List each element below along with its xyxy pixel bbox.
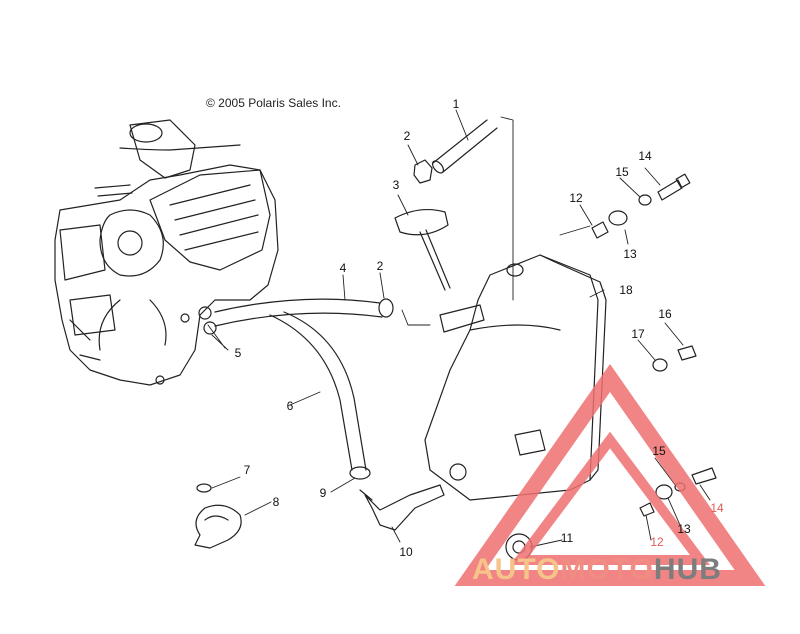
tube-1 (431, 119, 498, 174)
callout-7: 7 (244, 463, 251, 477)
clamp-9 (349, 466, 371, 480)
copyright-text: © 2005 Polaris Sales Inc. (206, 96, 341, 110)
callout-5: 5 (235, 346, 242, 360)
oil-tank-18 (424, 254, 607, 501)
callout-15: 15 (652, 444, 666, 458)
watermark-part-auto: AUTO (472, 553, 561, 586)
callout-16: 16 (658, 307, 672, 321)
bolt-16 (677, 345, 697, 361)
callout-4: 4 (340, 261, 347, 275)
callout-1: 1 (453, 97, 460, 111)
watermark-part-hub: HUB (653, 553, 722, 586)
watermark-triangle (454, 364, 766, 586)
callout-10: 10 (399, 545, 413, 559)
watermark-logo: AUTOMOTOHUB (472, 553, 722, 587)
elbow-10 (359, 484, 445, 531)
callout-13: 13 (623, 247, 637, 261)
engine-drawing (54, 119, 279, 386)
callout-12: 12 (650, 535, 664, 549)
watermark-part-moto: MOTO (560, 553, 654, 586)
washer-17 (652, 358, 668, 372)
callout-12: 12 (569, 191, 583, 205)
callout-14: 14 (710, 501, 724, 515)
clamp-2-top (413, 159, 433, 184)
leader-lines (207, 109, 711, 548)
hose-4 (214, 298, 383, 327)
callout-14: 14 (638, 149, 652, 163)
spacer-12 (591, 221, 609, 239)
hose-6 (269, 311, 367, 471)
bolt-14 (657, 173, 691, 201)
callout-15: 15 (615, 165, 629, 179)
callout-9: 9 (320, 486, 327, 500)
clamp-2-hose (378, 298, 394, 318)
callout-17: 17 (631, 327, 645, 341)
callout-2: 2 (404, 129, 411, 143)
callout-18: 18 (619, 283, 633, 297)
clamp-8 (194, 504, 242, 549)
callout-11: 11 (561, 531, 574, 545)
callout-13: 13 (677, 522, 691, 536)
callout-2: 2 (377, 259, 384, 273)
clip-7 (196, 483, 212, 493)
grommet-13 (608, 210, 628, 226)
callout-8: 8 (273, 495, 280, 509)
callout-6: 6 (287, 399, 294, 413)
dipstick-cap-3 (394, 208, 451, 291)
washer-15 (638, 194, 652, 206)
callout-3: 3 (393, 178, 400, 192)
